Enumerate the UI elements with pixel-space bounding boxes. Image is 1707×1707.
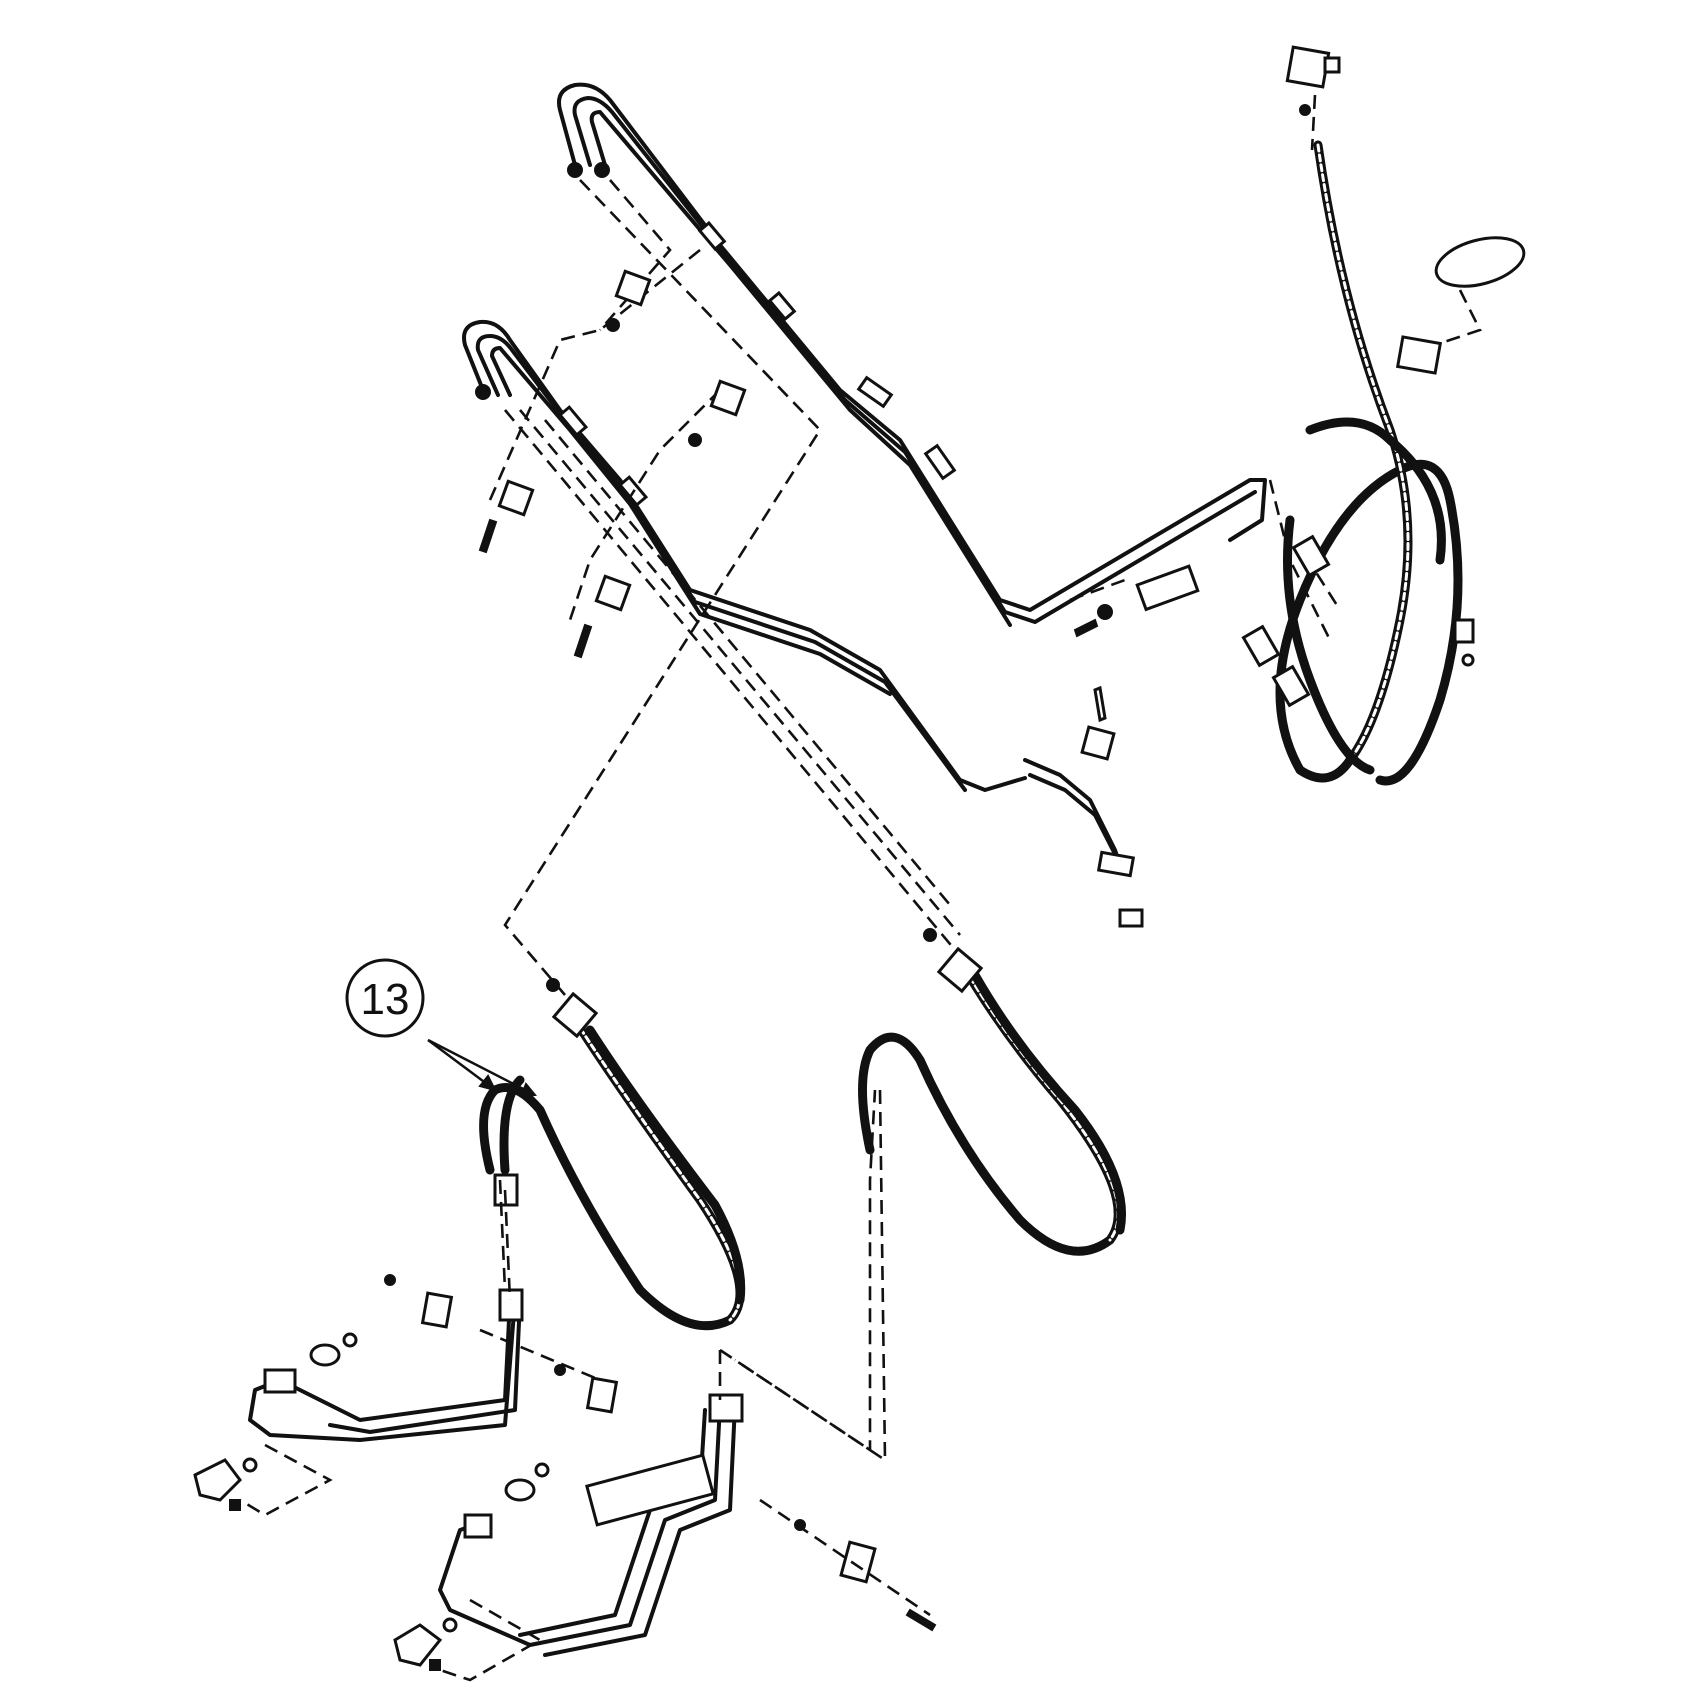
right-hose-bundle: [1241, 45, 1526, 786]
callout-13: 13: [345, 958, 537, 1098]
assembly-leaders-upper: [488, 94, 1482, 996]
callout-leader-2: [427, 1038, 536, 1097]
lower-right-tube-assembly: [393, 1089, 937, 1682]
callout-label: 13: [361, 975, 410, 1024]
upper-tube-assembly-rear: [557, 82, 1267, 627]
middle-hose-assemblies: [479, 928, 1127, 1331]
lower-tube-assembly-front: [462, 319, 1144, 928]
lower-left-tube-assembly: [193, 1173, 601, 1517]
fasteners-upper: [478, 269, 1200, 761]
